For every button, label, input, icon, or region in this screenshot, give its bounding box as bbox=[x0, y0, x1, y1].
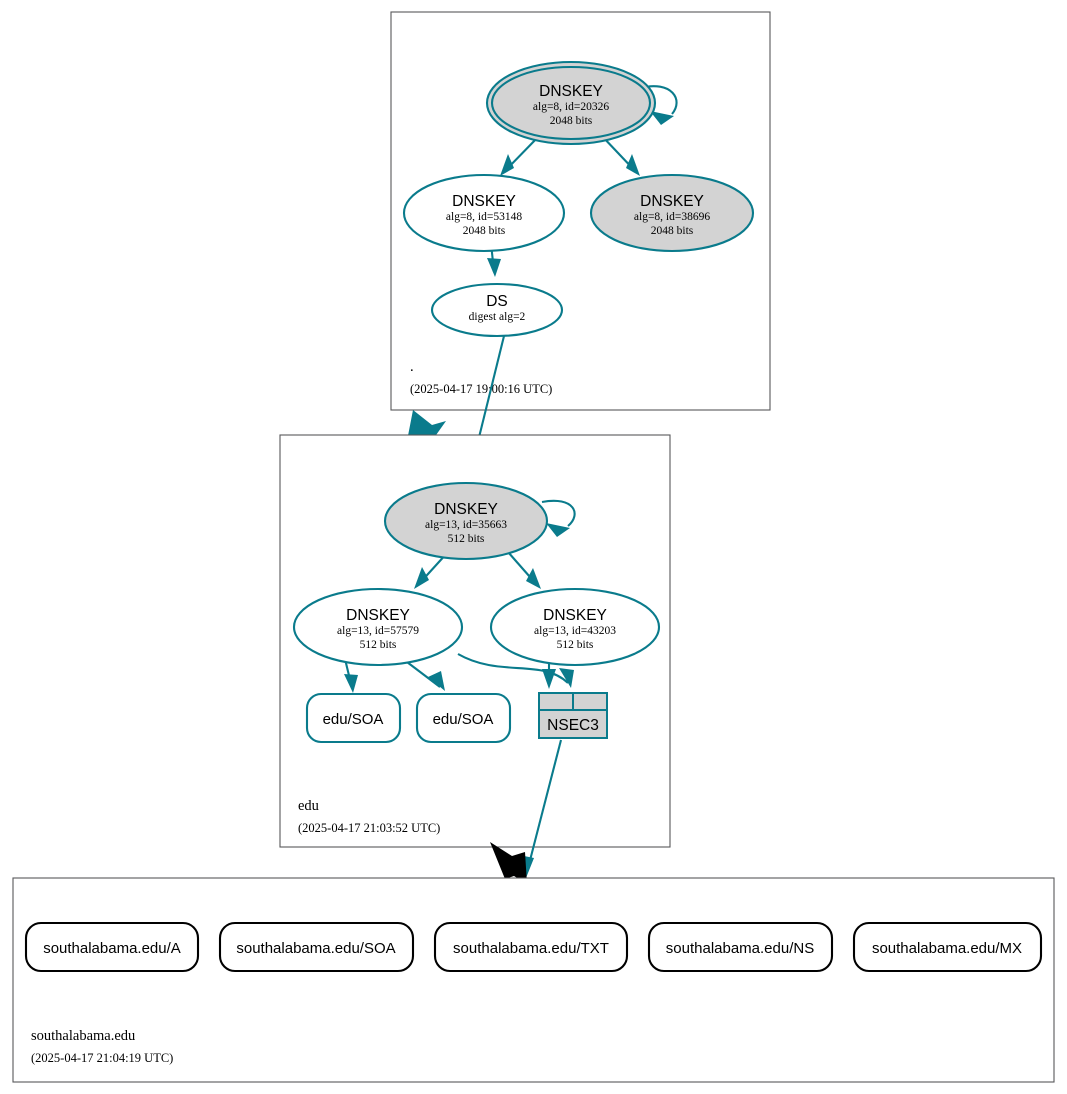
node-edu-zsk-57579-keyinfo: alg=13, id=57579 bbox=[337, 625, 419, 637]
edge-edu-43203-to-nsec3-arrowhead bbox=[542, 669, 556, 689]
node-root-ksk-title: DNSKEY bbox=[539, 83, 603, 100]
zone-root-name: . bbox=[410, 359, 414, 375]
edge-edu-57579-to-soa-2 bbox=[402, 658, 441, 688]
node-root-ds-title: DS bbox=[486, 293, 508, 310]
node-edu-zsk-57579-shape bbox=[292, 587, 464, 667]
edge-edu-57579-to-soa-2-arrowhead bbox=[428, 671, 445, 691]
node-edu-zsk-43203[interactable]: DNSKEY alg=13, id=43203 512 bits bbox=[489, 587, 661, 667]
node-root-ksk-inner-ring bbox=[490, 65, 652, 141]
node-sa-ns-shape bbox=[647, 921, 834, 973]
edge-edu-ksk-to-43203-arrowhead bbox=[526, 568, 541, 589]
node-sa-mx[interactable]: southalabama.edu/MX bbox=[852, 921, 1043, 973]
node-edu-ksk-title: DNSKEY bbox=[434, 501, 498, 518]
zone-southalabama-name: southalabama.edu bbox=[31, 1028, 135, 1044]
node-edu-ksk-keysize: 512 bits bbox=[448, 533, 485, 545]
node-edu-nsec3-cell-right bbox=[572, 692, 608, 711]
edge-edu-ksk-to-57579-arrowhead bbox=[414, 567, 429, 589]
edge-edu-ksk-self-sign-arrowhead bbox=[546, 523, 570, 537]
node-edu-ksk[interactable]: DNSKEY alg=13, id=35663 512 bits bbox=[383, 481, 549, 561]
node-edu-nsec3[interactable]: NSEC3 bbox=[538, 692, 608, 739]
node-root-zsk-38696-title: DNSKEY bbox=[640, 193, 704, 210]
zone-southalabama: southalabama.edu/A southalabama.edu/SOA … bbox=[12, 877, 1055, 1083]
zone-root-timestamp: (2025-04-17 19:00:16 UTC) bbox=[410, 382, 552, 396]
zone-edu-name: edu bbox=[298, 798, 319, 814]
node-root-zsk-38696[interactable]: DNSKEY alg=8, id=38696 2048 bits bbox=[589, 173, 755, 253]
edge-delegation-edu-to-southalabama bbox=[490, 842, 527, 884]
node-root-zsk-53148[interactable]: DNSKEY alg=8, id=53148 2048 bits bbox=[402, 173, 566, 253]
node-edu-zsk-43203-keyinfo: alg=13, id=43203 bbox=[534, 625, 616, 637]
node-root-zsk-53148-keysize: 2048 bits bbox=[463, 225, 506, 237]
node-root-ksk[interactable]: DNSKEY alg=8, id=20326 2048 bits bbox=[485, 60, 657, 146]
node-sa-txt-label: southalabama.edu/TXT bbox=[453, 940, 609, 957]
node-edu-zsk-57579-keysize: 512 bits bbox=[360, 639, 397, 651]
node-edu-ksk-shape bbox=[383, 481, 549, 561]
zone-edu-timestamp: (2025-04-17 21:03:52 UTC) bbox=[298, 821, 440, 835]
node-edu-nsec3-cell-left bbox=[538, 692, 574, 711]
edge-root-53148-to-ds-arrowhead bbox=[487, 258, 501, 277]
zone-edu: DNSKEY alg=13, id=35663 512 bits DNSKEY … bbox=[279, 434, 671, 848]
node-sa-soa-label: southalabama.edu/SOA bbox=[236, 940, 395, 957]
zone-southalabama-border bbox=[12, 877, 1055, 1083]
node-root-ksk-keysize: 2048 bits bbox=[550, 115, 593, 127]
node-root-zsk-53148-keyinfo: alg=8, id=53148 bbox=[446, 211, 522, 223]
node-sa-ns[interactable]: southalabama.edu/NS bbox=[647, 921, 834, 973]
node-edu-nsec3-label: NSEC3 bbox=[547, 717, 599, 734]
edge-edu-57579-to-nsec3-arrowhead bbox=[559, 668, 574, 688]
edge-edu-nsec3-to-southalabama-line bbox=[525, 739, 563, 873]
node-edu-zsk-43203-shape bbox=[489, 587, 661, 667]
edge-delegation-edu-to-southalabama-arrow bbox=[490, 842, 527, 884]
node-edu-soa-1-shape bbox=[305, 692, 402, 744]
node-sa-a-shape bbox=[24, 921, 200, 973]
edge-edu-57579-to-nsec3 bbox=[457, 653, 569, 684]
zone-root: DNSKEY alg=8, id=20326 2048 bits DNSKEY … bbox=[390, 11, 771, 411]
node-root-zsk-38696-shape bbox=[589, 173, 755, 253]
edge-root-ksk-to-53148-arrowhead bbox=[500, 154, 514, 176]
node-edu-ksk-keyinfo: alg=13, id=35663 bbox=[425, 519, 507, 531]
node-edu-zsk-43203-keysize: 512 bits bbox=[557, 639, 594, 651]
node-edu-zsk-57579-title: DNSKEY bbox=[346, 607, 410, 624]
edge-edu-ksk-self-sign bbox=[541, 499, 576, 527]
node-root-zsk-38696-keyinfo: alg=8, id=38696 bbox=[634, 211, 710, 223]
edge-root-ksk-to-38696-arrowhead bbox=[626, 154, 640, 176]
node-sa-ns-label: southalabama.edu/NS bbox=[666, 940, 814, 957]
node-sa-a[interactable]: southalabama.edu/A bbox=[24, 921, 200, 973]
node-edu-soa-2-label: edu/SOA bbox=[433, 711, 494, 728]
node-edu-soa-1-label: edu/SOA bbox=[323, 711, 384, 728]
node-sa-soa[interactable]: southalabama.edu/SOA bbox=[218, 921, 415, 973]
node-edu-nsec3-label-cell bbox=[538, 709, 608, 739]
zone-southalabama-timestamp: (2025-04-17 21:04:19 UTC) bbox=[31, 1051, 173, 1065]
node-root-zsk-53148-shape bbox=[402, 173, 566, 253]
edge-root-ksk-self-sign-arrowhead bbox=[650, 111, 674, 125]
node-root-ds-shape bbox=[430, 282, 564, 338]
node-sa-txt[interactable]: southalabama.edu/TXT bbox=[433, 921, 629, 973]
node-edu-soa-2[interactable]: edu/SOA bbox=[415, 692, 512, 744]
node-root-ds[interactable]: DS digest alg=2 bbox=[430, 282, 564, 338]
node-edu-zsk-43203-title: DNSKEY bbox=[543, 607, 607, 624]
node-sa-mx-label: southalabama.edu/MX bbox=[872, 940, 1022, 957]
node-root-zsk-38696-keysize: 2048 bits bbox=[651, 225, 694, 237]
node-root-ds-digest: digest alg=2 bbox=[469, 311, 526, 323]
node-sa-mx-shape bbox=[852, 921, 1043, 973]
edge-edu-57579-to-soa-1-arrowhead bbox=[344, 674, 358, 693]
node-sa-a-label: southalabama.edu/A bbox=[43, 940, 181, 957]
node-edu-soa-2-shape bbox=[415, 692, 512, 744]
node-sa-txt-shape bbox=[433, 921, 629, 973]
node-edu-zsk-57579[interactable]: DNSKEY alg=13, id=57579 512 bits bbox=[292, 587, 464, 667]
node-edu-soa-1[interactable]: edu/SOA bbox=[305, 692, 402, 744]
node-root-zsk-53148-title: DNSKEY bbox=[452, 193, 516, 210]
node-sa-soa-shape bbox=[218, 921, 415, 973]
node-root-ksk-keyinfo: alg=8, id=20326 bbox=[533, 101, 609, 113]
